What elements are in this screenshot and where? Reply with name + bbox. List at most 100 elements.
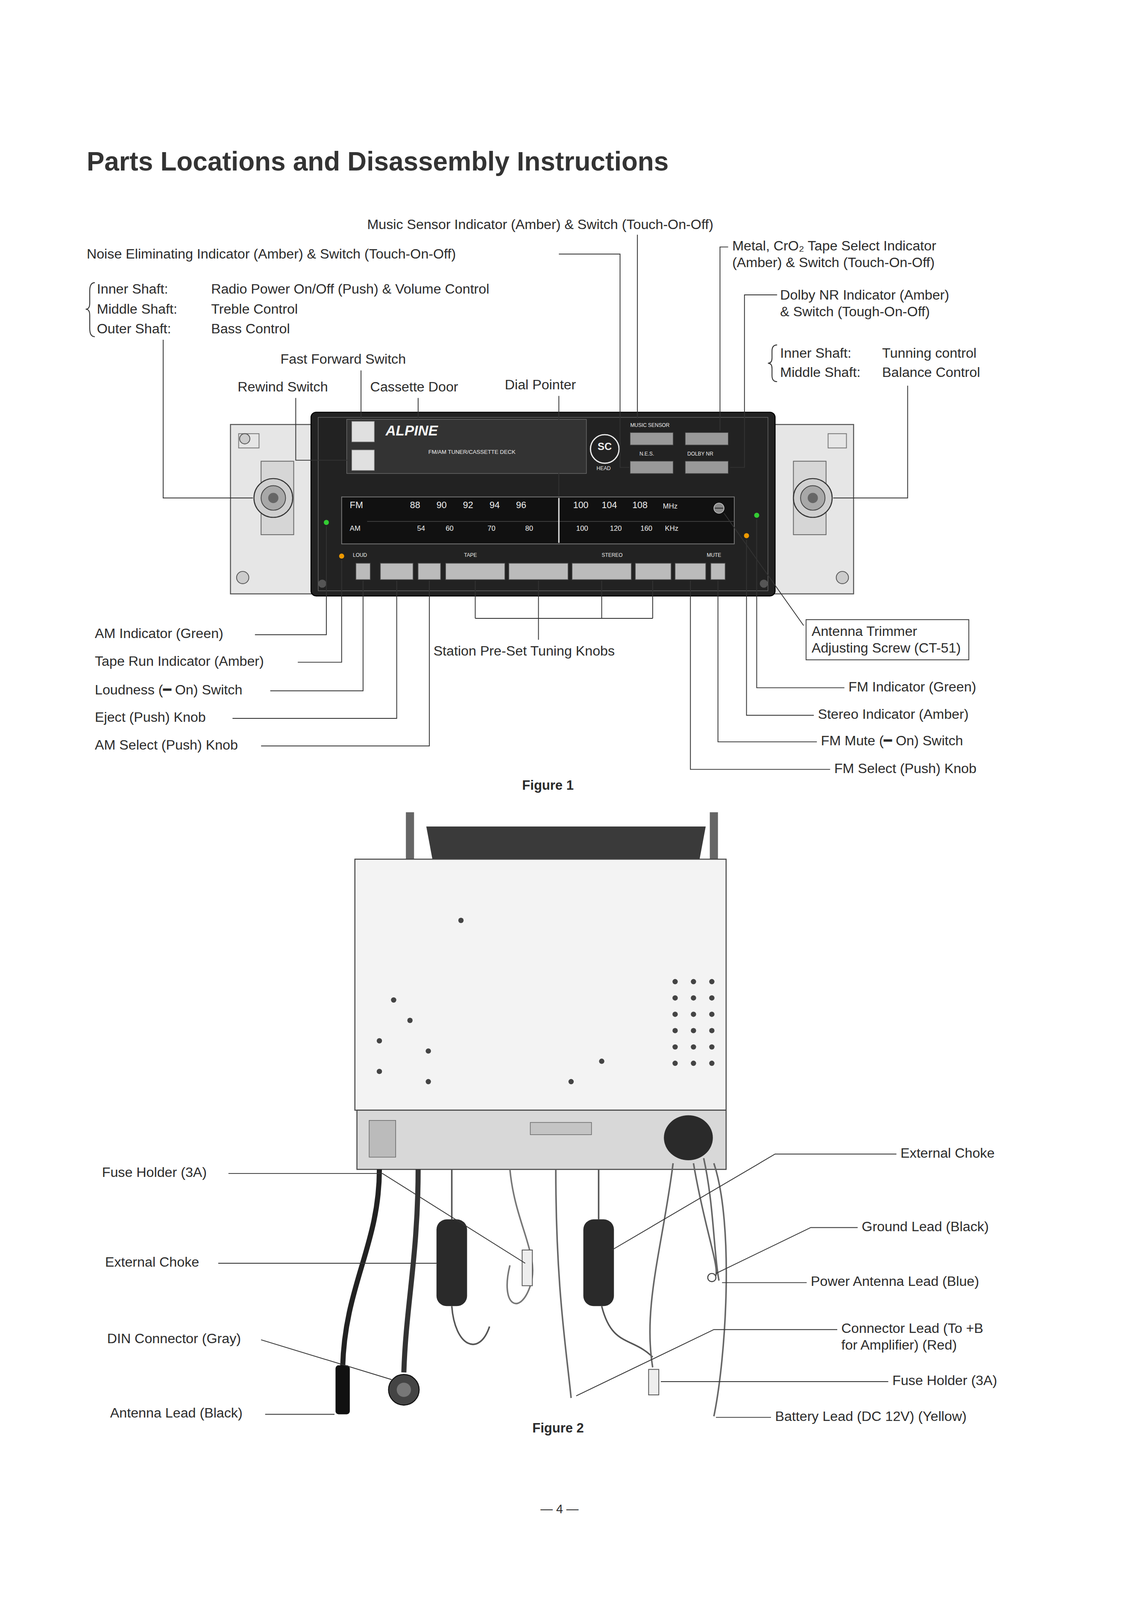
circle-shape — [753, 512, 760, 518]
circle-shape — [836, 571, 849, 584]
part-label: FM Select (Push) Knob — [834, 759, 977, 777]
part-label: Station Pre-Set Tuning Knobs — [433, 642, 615, 660]
line-shape — [715, 507, 724, 509]
circle-shape — [425, 1078, 431, 1084]
rect-shape — [369, 1120, 396, 1157]
circle-shape — [458, 917, 464, 923]
leader-lines-figure-2 — [218, 1153, 897, 1417]
ellipse-shape — [663, 1114, 713, 1160]
rect-shape — [630, 460, 673, 474]
part-label: AM Indicator (Green) — [94, 624, 224, 642]
rect-shape — [771, 424, 854, 594]
rect-shape — [354, 858, 727, 1110]
path-shape — [295, 397, 351, 461]
part-label: Fuse Holder (3A) — [102, 1163, 207, 1181]
faceplate-marking: AM — [349, 524, 361, 533]
faceplate-marking: SC — [597, 440, 612, 453]
part-label: Tunning control — [882, 344, 977, 362]
path-shape — [730, 294, 778, 468]
circle-shape — [744, 533, 750, 539]
faceplate-marking: KHz — [665, 524, 679, 533]
circle-shape — [713, 502, 725, 514]
circle-shape — [376, 1068, 382, 1074]
rect-shape — [445, 563, 505, 580]
path-shape — [218, 1262, 437, 1264]
circle-shape — [390, 997, 396, 1003]
faceplate-marking: N.E.S. — [639, 450, 654, 457]
path-shape — [265, 1413, 335, 1414]
part-label: Antenna Lead (Black) — [110, 1404, 243, 1421]
circle-shape — [323, 519, 329, 525]
rect-shape — [685, 432, 728, 445]
faceplate-marking: FM — [349, 499, 364, 511]
rect-shape — [508, 563, 568, 580]
path-shape — [297, 560, 342, 663]
circle-shape — [690, 1027, 696, 1033]
bracket-left — [85, 282, 778, 382]
circle-shape — [709, 994, 715, 1001]
circle-shape — [709, 1060, 715, 1066]
circle-shape — [690, 1011, 696, 1017]
part-label: Balance Control — [882, 363, 980, 381]
path-shape — [690, 580, 830, 770]
circle-shape — [598, 1058, 605, 1064]
circle-shape — [268, 492, 279, 503]
path-shape — [417, 397, 419, 419]
part-label: Stereo Indicator (Amber) — [818, 705, 969, 723]
path-shape — [718, 580, 818, 742]
rect-shape — [238, 433, 260, 448]
circle-shape — [396, 1381, 411, 1396]
rect-shape — [351, 421, 375, 442]
circle-shape — [709, 978, 715, 984]
faceplate-marking: ALPINE — [385, 422, 438, 440]
part-label: DIN Connector (Gray) — [107, 1329, 241, 1347]
faceplate-marking: HEAD — [596, 465, 611, 472]
rect-shape — [583, 1218, 615, 1306]
part-label: Noise Eliminating Indicator (Amber) & Sw… — [86, 245, 456, 263]
path-shape — [832, 385, 908, 499]
circle-shape — [807, 492, 819, 503]
part-label: Fuse Holder (3A) — [892, 1371, 998, 1389]
rect-shape — [335, 1364, 350, 1414]
part-label: Cassette Door — [370, 378, 459, 396]
circle-shape — [239, 433, 250, 444]
page-number: — 4 — — [540, 1501, 579, 1516]
rect-shape — [380, 563, 413, 580]
path-shape — [576, 1328, 838, 1396]
path-shape — [724, 513, 804, 626]
faceplate-marking: MHz — [662, 501, 678, 511]
polygon-shape — [426, 826, 706, 859]
rect-shape — [648, 1368, 659, 1395]
part-label: Metal, CrO₂ Tape Select Indicator (Amber… — [732, 237, 939, 271]
part-label: Bass Control — [211, 320, 290, 338]
part-label: Inner Shaft: — [96, 280, 169, 298]
path-shape — [660, 1380, 889, 1382]
part-label: Ground Lead (Black) — [861, 1217, 989, 1235]
figure-caption: Figure 1 — [522, 777, 574, 793]
faceplate-marking: 104 — [601, 499, 618, 511]
path-shape — [746, 539, 815, 716]
rect-shape — [685, 460, 728, 474]
page-title: Parts Locations and Disassembly Instruct… — [86, 145, 669, 178]
circle-shape — [690, 978, 696, 984]
callout-text: Antenna Trimmer Adjusting Screw (CT-51) — [811, 622, 964, 656]
rect-shape — [674, 563, 706, 580]
rect-shape — [828, 433, 847, 448]
path-shape — [555, 1168, 572, 1398]
rect-shape — [310, 412, 775, 596]
part-label: Rewind Switch — [237, 378, 328, 396]
circle-shape — [800, 485, 825, 511]
part-label: Dial Pointer — [504, 376, 577, 393]
chassis-illustration — [335, 812, 727, 1417]
circle-shape — [388, 1373, 420, 1405]
path-shape — [270, 580, 364, 691]
circle-shape — [236, 571, 250, 584]
circle-shape — [253, 478, 293, 518]
path-shape — [721, 1281, 807, 1283]
circle-shape — [590, 434, 619, 464]
part-label: Middle Shaft: — [96, 300, 178, 318]
part-label: Eject (Push) Knob — [94, 708, 206, 726]
faceplate-marking: 120 — [609, 524, 622, 533]
path-shape — [636, 234, 638, 419]
